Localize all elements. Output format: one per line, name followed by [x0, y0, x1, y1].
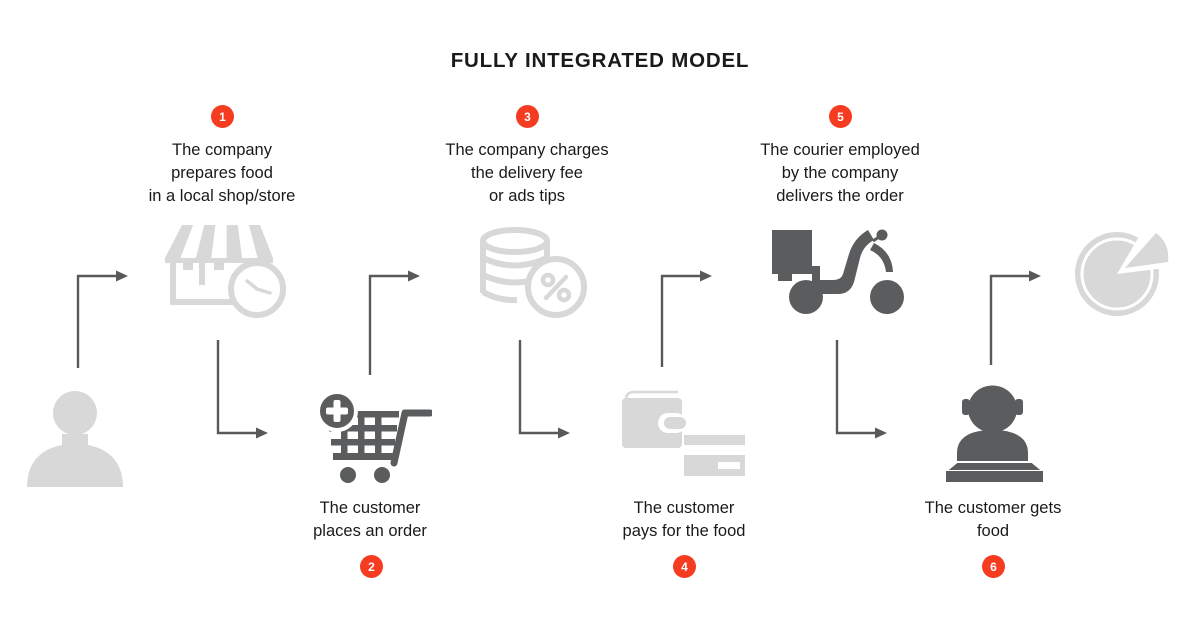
- step-4-badge: 4: [673, 555, 696, 578]
- arrow-store-to-cart: [216, 340, 268, 439]
- step-6-badge: 6: [982, 555, 1005, 578]
- step-text-line: or ads tips: [488, 187, 566, 205]
- step-text-line: The courier employed: [760, 141, 920, 159]
- storefront-clock-icon: [165, 225, 286, 318]
- customer-counter-icon: [943, 385, 1046, 482]
- coins-percent-icon: [480, 227, 587, 318]
- arrow-person-to-store: [76, 270, 128, 368]
- arrow-coins-to-wallet: [518, 340, 570, 439]
- step-2-label: The customer places an order: [250, 497, 490, 543]
- step-text-line: the delivery fee: [471, 164, 583, 182]
- pizza-icon: [1075, 224, 1173, 316]
- diagram-title: FULLY INTEGRATED MODEL: [450, 49, 750, 72]
- step-5-label: The courier employed by the company deli…: [700, 139, 980, 208]
- step-5-badge: 5: [829, 105, 852, 128]
- step-text-line: The customer: [633, 499, 735, 517]
- arrow-cart-to-coins: [368, 270, 420, 375]
- step-1-label: The company prepares food in a local sho…: [82, 139, 362, 208]
- step-text-line: places an order: [313, 522, 427, 540]
- step-text-line: delivers the order: [776, 187, 904, 205]
- step-text-line: The company charges: [445, 141, 609, 159]
- step-3-label: The company charges the delivery fee or …: [387, 139, 667, 208]
- step-3-badge: 3: [516, 105, 539, 128]
- wallet-card-icon: [622, 390, 745, 476]
- step-6-label: The customer gets food: [873, 497, 1113, 543]
- step-text-line: The customer gets: [924, 499, 1062, 517]
- arrow-customer-to-pizza: [989, 270, 1041, 365]
- arrow-wallet-to-scooter: [660, 270, 712, 367]
- step-4-label: The customer pays for the food: [564, 497, 804, 543]
- delivery-scooter-icon: [772, 229, 904, 314]
- arrow-scooter-to-customer: [835, 340, 887, 439]
- step-text-line: in a local shop/store: [148, 187, 296, 205]
- person-icon: [27, 391, 123, 487]
- step-1-badge: 1: [211, 105, 234, 128]
- step-2-badge: 2: [360, 555, 383, 578]
- step-text-line: by the company: [781, 164, 899, 182]
- step-text-line: The company: [172, 141, 272, 159]
- cart-add-icon: [316, 390, 432, 483]
- step-text-line: prepares food: [171, 164, 273, 182]
- step-text-line: The customer: [319, 499, 421, 517]
- step-text-line: food: [976, 522, 1010, 540]
- step-text-line: pays for the food: [622, 522, 746, 540]
